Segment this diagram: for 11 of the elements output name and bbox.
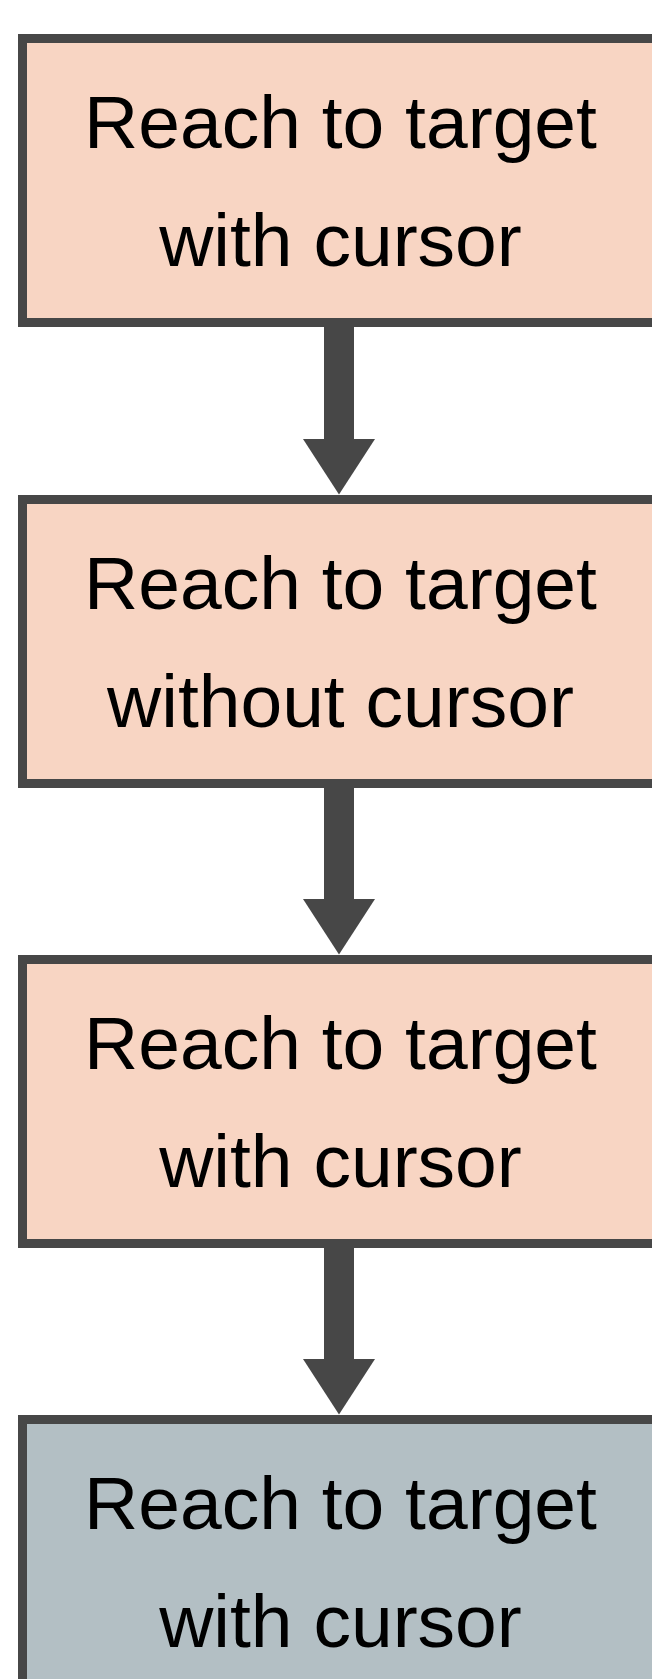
arrow <box>303 1248 375 1415</box>
step-label: Reach to target with cursor <box>83 999 598 1205</box>
step-label: Reach to target with cursor <box>83 1459 598 1665</box>
arrow <box>303 788 375 955</box>
step-label: Reach to target without cursor <box>83 539 598 745</box>
process-box <box>18 34 652 327</box>
process-box <box>18 955 652 1248</box>
process-box <box>18 1415 652 1679</box>
process-box <box>18 495 652 788</box>
step-label: Reach to target with cursor <box>83 78 598 284</box>
arrow <box>303 327 375 495</box>
